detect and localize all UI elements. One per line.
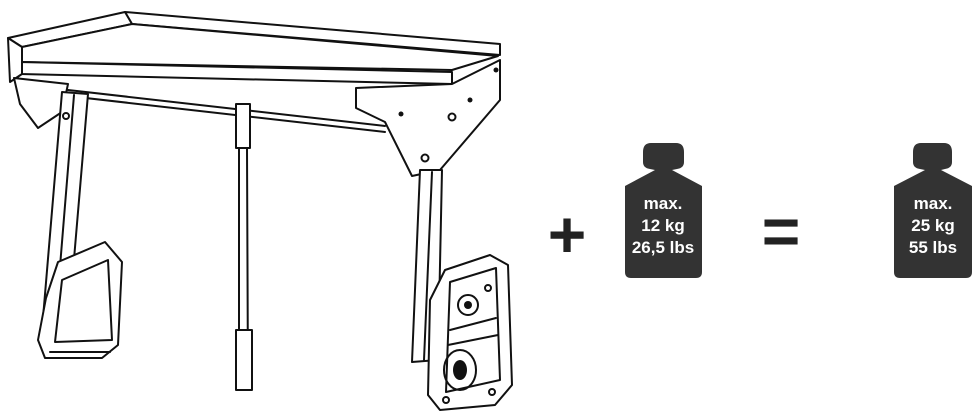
weight-2-line2: 25 kg (911, 216, 954, 235)
weight-icon-12kg: max. 12 kg 26,5 lbs (625, 143, 702, 278)
right-spring-housing (427, 254, 513, 411)
shelf-lift-drawing (7, 11, 513, 411)
left-spring-housing (37, 241, 123, 359)
shelf-tray (7, 11, 501, 177)
weight-shape (625, 143, 702, 278)
equals-operator: = (762, 194, 801, 268)
weight-icon-25kg: max. 25 kg 55 lbs (894, 143, 972, 278)
equals-sign: = (762, 194, 801, 268)
center-rod (235, 103, 253, 391)
weight-shape (894, 143, 972, 278)
weight-1-line2: 12 kg (641, 216, 684, 235)
plus-operator: + (548, 197, 587, 271)
weight-1-line3: 26,5 lbs (632, 238, 694, 257)
weight-2-line3: 55 lbs (909, 238, 957, 257)
weight-1-line1: max. (644, 194, 683, 213)
weight-2-line1: max. (914, 194, 953, 213)
